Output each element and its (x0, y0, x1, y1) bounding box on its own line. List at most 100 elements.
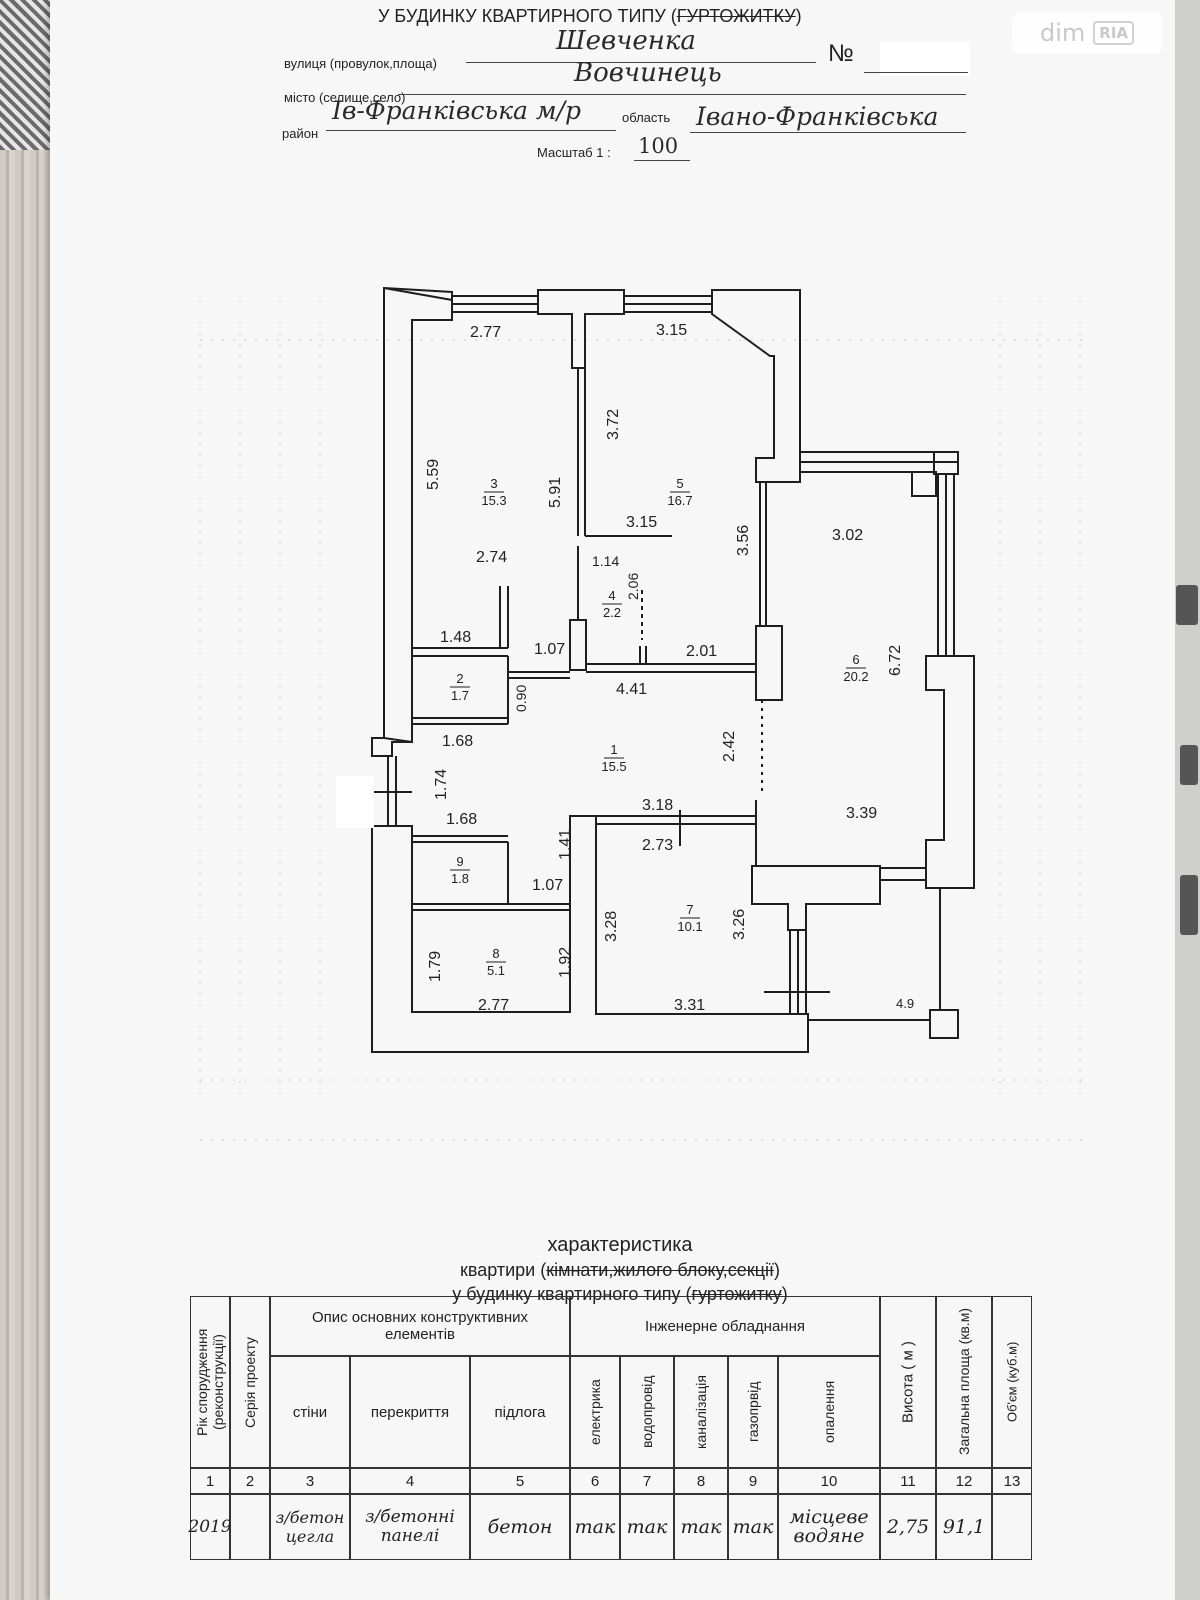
dim-label: 3.26 (731, 909, 748, 940)
dim-label: 0.90 (513, 685, 529, 712)
line3-struck: гуртожитку (691, 1284, 782, 1304)
value-walls: з/бетон цегла (270, 1494, 350, 1560)
room-label-4: 42.2 (602, 588, 622, 620)
city-value: Вовчинець (574, 58, 722, 88)
room-label-8: 85.1 (486, 946, 506, 978)
characteristics-line3: у будинку квартирного типу (гуртожитку) (330, 1284, 910, 1305)
header-heating: опалення (778, 1356, 880, 1468)
value-heating: місцеве водяне (778, 1494, 880, 1560)
binder-edge (1175, 0, 1200, 1600)
room-label-3: 315.3 (481, 476, 506, 508)
room-area: 16.7 (667, 493, 692, 508)
dim-label: 1.07 (532, 877, 563, 894)
room-number: 8 (492, 946, 499, 961)
document-sheet (50, 0, 1175, 1600)
dim-label: 1.14 (592, 553, 619, 569)
region-label: область (622, 110, 671, 125)
line3-suffix: ) (781, 1284, 788, 1304)
header-walls: стіни (270, 1356, 350, 1468)
scale-value: 100 (638, 134, 679, 158)
dim-label: 1.68 (446, 811, 477, 828)
value-year: 2019 (188, 1494, 232, 1560)
room-area: 20.2 (843, 669, 868, 684)
col-number: 9 (728, 1468, 778, 1494)
value-height: 2,75 (880, 1494, 936, 1560)
room-area: 10.1 (677, 919, 702, 934)
header-floors: перекриття (350, 1356, 470, 1468)
district-value: Ів-Франківська м/р (332, 96, 582, 125)
binder-clip (1180, 875, 1198, 935)
dim-label: 3.15 (656, 322, 687, 339)
header-gas: газопрвід (728, 1356, 778, 1468)
col-number: 1 (190, 1468, 230, 1494)
col-number: 4 (350, 1468, 470, 1494)
room-number: 1 (610, 742, 617, 757)
number-underline (864, 72, 968, 73)
value-series (230, 1494, 270, 1560)
binder-clip (1180, 745, 1198, 785)
street-value: Шевченка (556, 26, 696, 56)
dim-label: 2.74 (476, 549, 507, 566)
room-number: 4 (608, 588, 615, 603)
dim-label: 3.39 (846, 805, 877, 822)
number-label: № (828, 40, 854, 67)
line2-suffix: ) (774, 1260, 781, 1280)
number-redacted (880, 42, 970, 76)
room-label-1: 115.5 (601, 742, 626, 774)
street-label: вулиця (провулок,площа) (284, 56, 437, 71)
room-label-9: 91.8 (450, 854, 470, 886)
room-number: 9 (456, 854, 463, 869)
col-number: 7 (620, 1468, 674, 1494)
title-struck: ГУРТОЖИТКУ (676, 6, 796, 26)
binder-clip (1176, 585, 1198, 625)
dim-label: 3.18 (642, 797, 673, 814)
city-underline (398, 94, 966, 95)
value-gas: так (728, 1494, 778, 1560)
col-number: 2 (230, 1468, 270, 1494)
room-area: 15.5 (601, 759, 626, 774)
scale-underline (634, 160, 690, 161)
room-area: 2.2 (603, 605, 621, 620)
dim-label: 1.79 (427, 951, 444, 982)
col-number: 12 (936, 1468, 992, 1494)
dim-label: 1.07 (534, 641, 565, 658)
header-electric: електрика (570, 1356, 620, 1468)
title-suffix: ) (795, 6, 802, 26)
line2-prefix: квартири ( (459, 1260, 547, 1280)
fabric-background (0, 0, 52, 150)
street-underline (466, 62, 816, 63)
room-number: 3 (490, 476, 497, 491)
dim-label: 3.28 (603, 911, 620, 942)
header-engineering: Інженерне обладнання (570, 1296, 880, 1356)
header-volume: Об'єм (куб.м) (992, 1296, 1032, 1468)
dim-label: 3.56 (735, 525, 752, 556)
value-floors: з/бетонні панелі (350, 1494, 470, 1560)
characteristics-title: характеристика (547, 1234, 693, 1256)
header-series: Серія проекту (230, 1296, 270, 1468)
col-number: 11 (880, 1468, 936, 1494)
dim-label: 2.77 (470, 324, 501, 341)
col-number: 13 (992, 1468, 1032, 1494)
value-volume (992, 1494, 1032, 1560)
watermark-badge: RIA (1093, 21, 1135, 45)
room-area: 1.7 (451, 688, 469, 703)
city-label: місто (селище,село) (284, 90, 406, 105)
region-underline (690, 132, 966, 133)
col-number: 10 (778, 1468, 880, 1494)
characteristics-line2: квартири (кімнати,жилого блоку,секції) (330, 1260, 910, 1281)
line2-struck: кімнати,жилого блоку,секції (546, 1260, 775, 1280)
room-area: 5.1 (487, 963, 505, 978)
dim-label: 2.42 (721, 731, 738, 762)
dim-label: 2.06 (625, 573, 641, 600)
value-water: так (620, 1494, 674, 1560)
dim-label: 2.01 (686, 643, 717, 660)
dimria-watermark: dim RIA (1012, 12, 1162, 54)
dim-label: 4.9 (896, 996, 914, 1011)
value-area: 91,1 (936, 1494, 992, 1560)
redacted-label (336, 776, 374, 828)
characteristics-table: Рік спорудження (реконструкції) Серія пр… (188, 1296, 1048, 1586)
room-label-6: 620.2 (843, 652, 868, 684)
col-number: 5 (470, 1468, 570, 1494)
dim-label: 1.68 (442, 733, 473, 750)
